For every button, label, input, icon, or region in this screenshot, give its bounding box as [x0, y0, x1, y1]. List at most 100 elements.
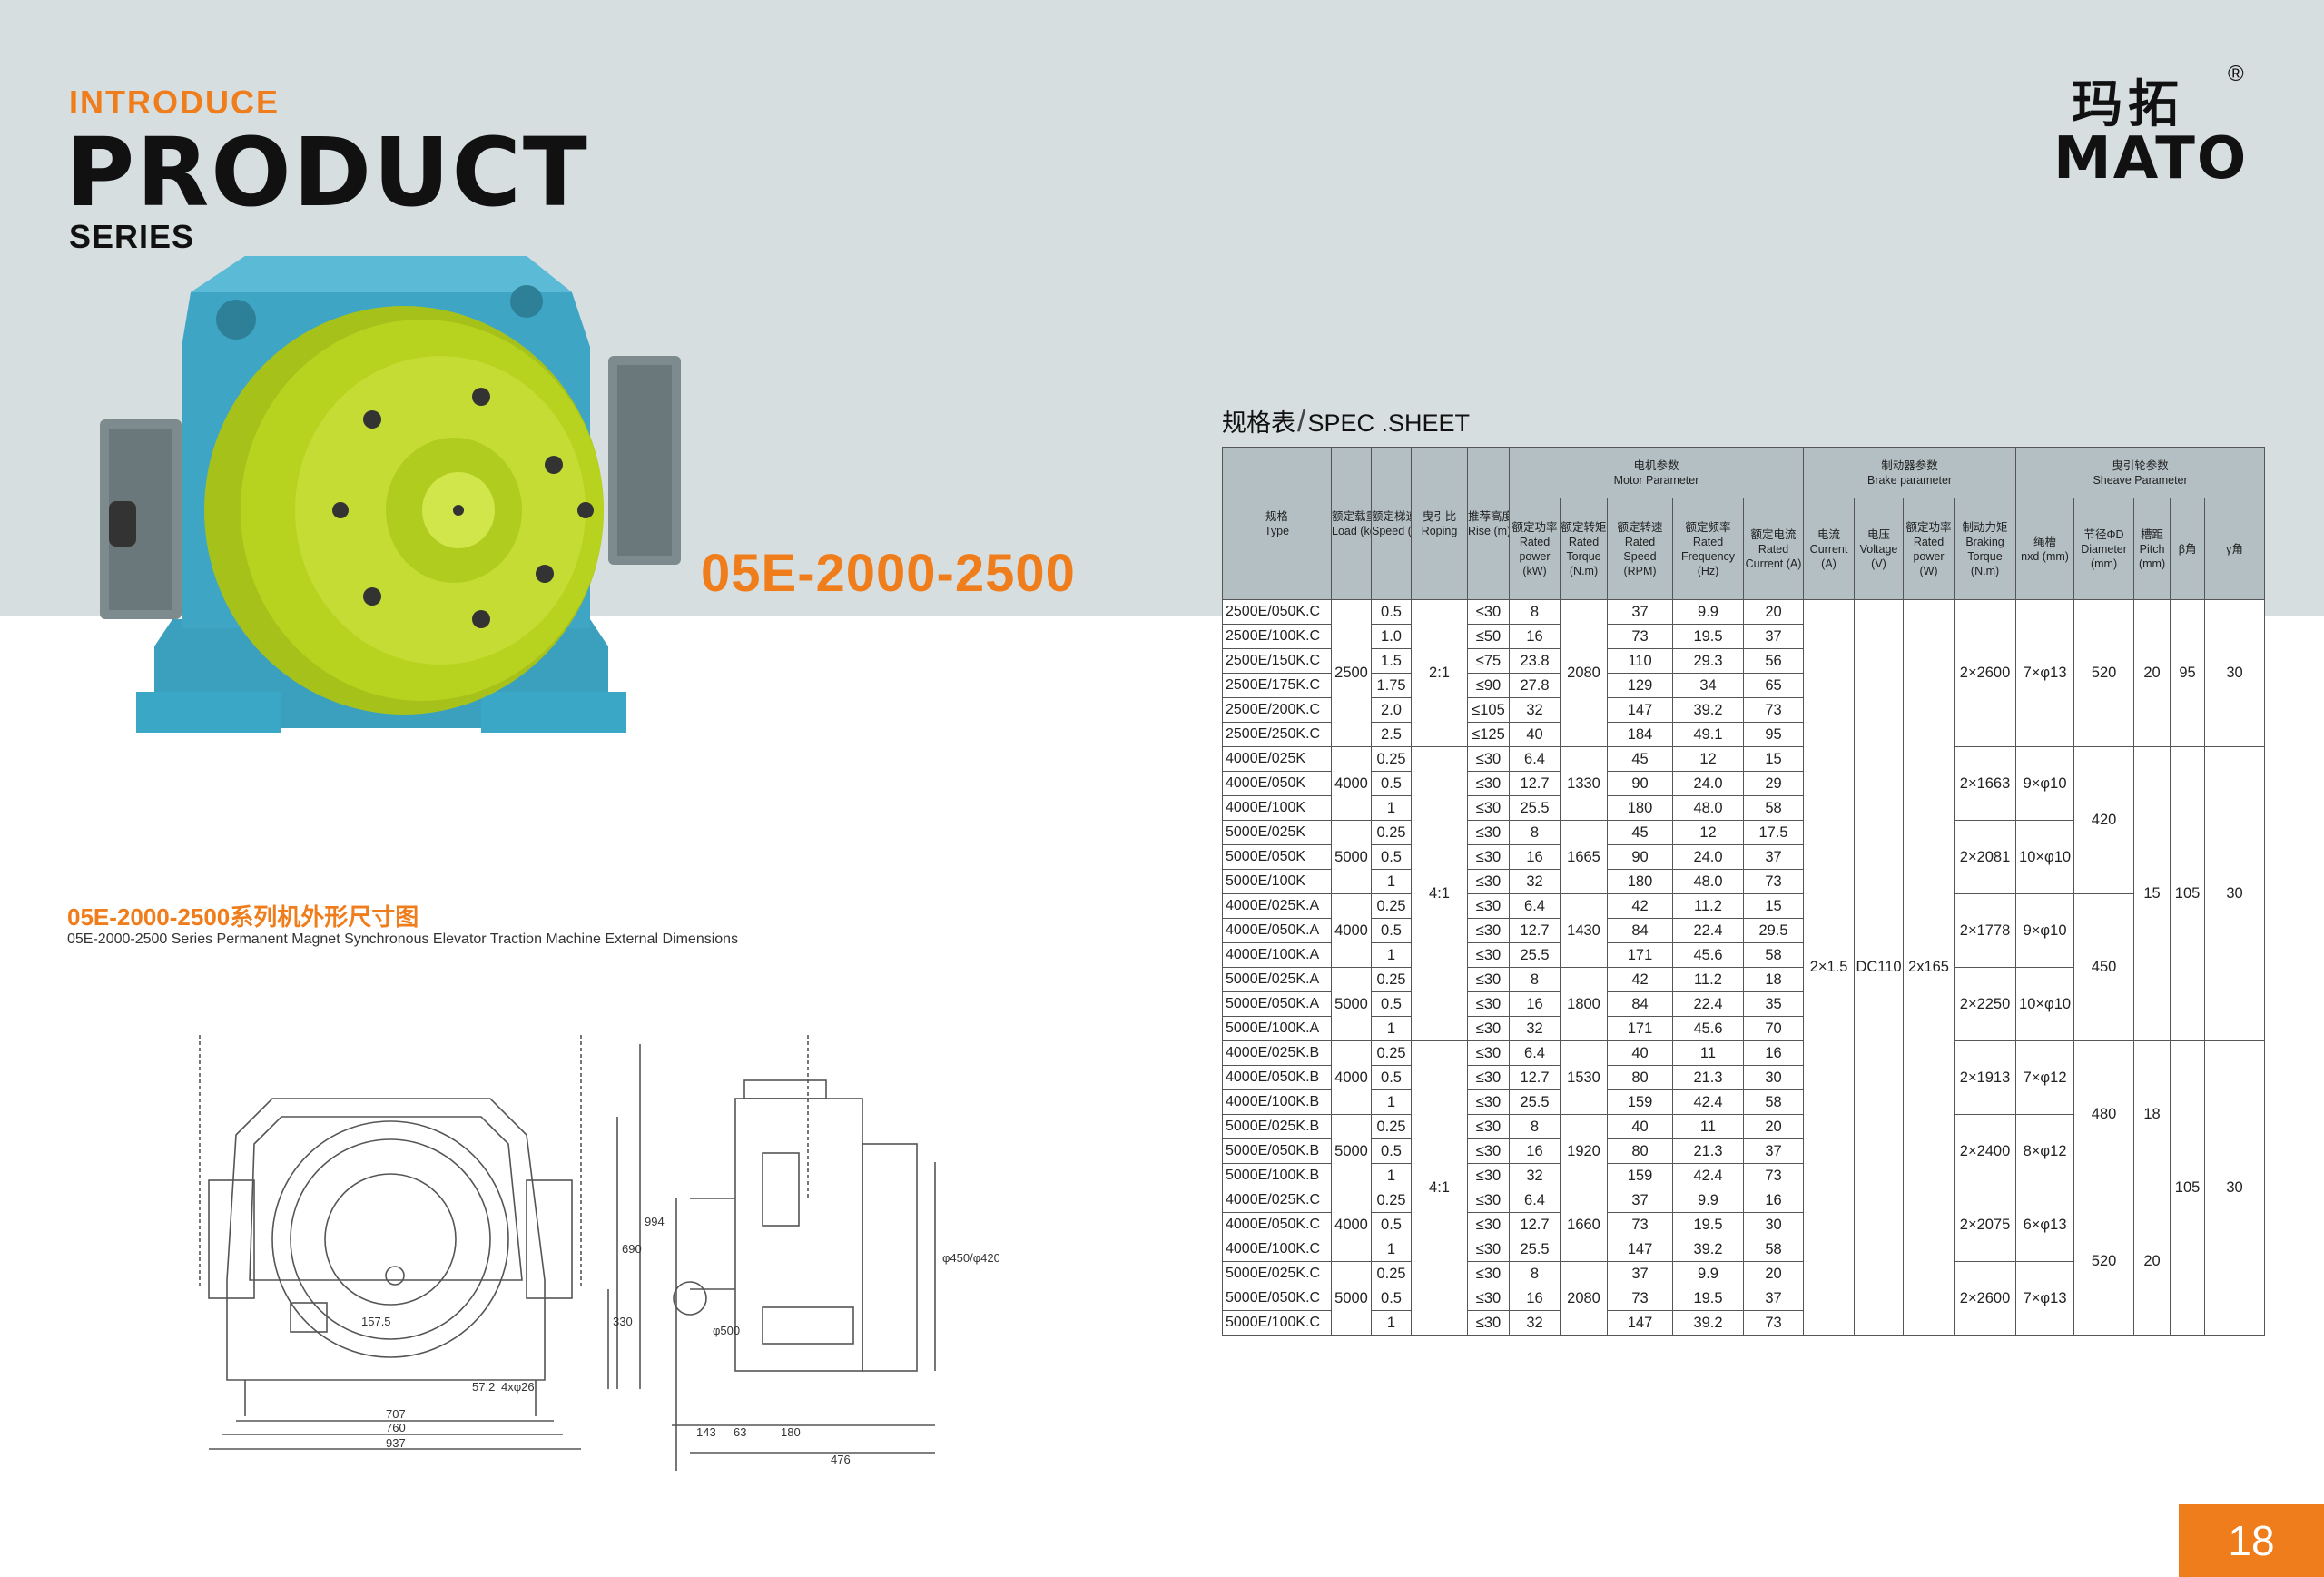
- frequency-cell: 11.2: [1672, 893, 1744, 919]
- front-view: [199, 1035, 641, 1450]
- frequency-cell: 19.5: [1672, 1212, 1744, 1237]
- gamma-cell: 30: [2204, 746, 2266, 1041]
- power-cell: 40: [1509, 722, 1561, 747]
- power-cell: 32: [1509, 1310, 1561, 1336]
- type-cell: 2500E/200K.C: [1222, 697, 1332, 723]
- power-cell: 12.7: [1509, 1212, 1561, 1237]
- traction-machine-image: [100, 256, 681, 733]
- rope-cell: 10×φ10: [2015, 967, 2075, 1041]
- rpm-cell: 180: [1607, 869, 1673, 894]
- power-cell: 27.8: [1509, 673, 1561, 698]
- rise-cell: ≤30: [1467, 1065, 1510, 1090]
- rope-cell: 7×φ13: [2015, 1261, 2075, 1336]
- power-cell: 32: [1509, 1163, 1561, 1188]
- speed-cell: 1: [1371, 1163, 1412, 1188]
- frequency-cell: 9.9: [1672, 599, 1744, 625]
- current-cell: 56: [1742, 648, 1805, 674]
- brand-logo-cn: 玛拓: [2072, 75, 2184, 134]
- current-cell: 58: [1742, 795, 1805, 821]
- rise-cell: ≤50: [1467, 624, 1510, 649]
- type-cell: 2500E/250K.C: [1222, 722, 1332, 747]
- hdr-load: 额定载重Load (kg): [1331, 447, 1372, 600]
- power-cell: 8: [1509, 820, 1561, 845]
- frequency-cell: 11: [1672, 1040, 1744, 1066]
- type-cell: 5000E/025K.B: [1222, 1114, 1332, 1139]
- rpm-cell: 42: [1607, 893, 1673, 919]
- rpm-cell: 171: [1607, 1016, 1673, 1041]
- frequency-cell: 11.2: [1672, 967, 1744, 992]
- power-cell: 25.5: [1509, 795, 1561, 821]
- type-cell: 4000E/100K.A: [1222, 942, 1332, 968]
- speed-cell: 0.5: [1371, 1065, 1412, 1090]
- frequency-cell: 45.6: [1672, 1016, 1744, 1041]
- speed-cell: 0.5: [1371, 771, 1412, 796]
- roping-cell: 4:1: [1411, 746, 1468, 1041]
- rpm-cell: 147: [1607, 1310, 1673, 1336]
- pitch-cell: 20: [2133, 599, 2171, 747]
- rise-cell: ≤30: [1467, 599, 1510, 625]
- diameter-cell: 420: [2073, 746, 2135, 894]
- rope-cell: 7×φ12: [2015, 1040, 2075, 1115]
- diameter-cell: 520: [2073, 1188, 2135, 1336]
- rpm-cell: 73: [1607, 624, 1673, 649]
- power-cell: 8: [1509, 599, 1561, 625]
- rise-cell: ≤30: [1467, 918, 1510, 943]
- speed-cell: 0.25: [1371, 1188, 1412, 1213]
- power-cell: 32: [1509, 697, 1561, 723]
- frequency-cell: 39.2: [1672, 1310, 1744, 1336]
- current-cell: 18: [1742, 967, 1805, 992]
- power-cell: 25.5: [1509, 1089, 1561, 1115]
- rise-cell: ≤75: [1467, 648, 1510, 674]
- braking-torque-cell: 2×2081: [1954, 820, 2017, 894]
- type-cell: 4000E/050K.A: [1222, 918, 1332, 943]
- speed-cell: 0.25: [1371, 746, 1412, 772]
- torque-cell: 1920: [1560, 1114, 1608, 1188]
- current-cell: 95: [1742, 722, 1805, 747]
- power-cell: 8: [1509, 967, 1561, 992]
- power-cell: 6.4: [1509, 746, 1561, 772]
- type-cell: 5000E/050K.A: [1222, 991, 1332, 1017]
- spec-label-cn: 规格表: [1222, 409, 1295, 437]
- diameter-cell: 480: [2073, 1040, 2135, 1188]
- braking-torque-cell: 2×1913: [1954, 1040, 2017, 1115]
- pitch-cell: 18: [2133, 1040, 2171, 1188]
- current-cell: 58: [1742, 1089, 1805, 1115]
- type-cell: 5000E/025K: [1222, 820, 1332, 845]
- torque-cell: 1800: [1560, 967, 1608, 1041]
- rise-cell: ≤30: [1467, 1016, 1510, 1041]
- power-cell: 16: [1509, 624, 1561, 649]
- type-cell: 5000E/100K.C: [1222, 1310, 1332, 1336]
- load-cell: 5000: [1331, 1114, 1372, 1188]
- type-cell: 4000E/025K.A: [1222, 893, 1332, 919]
- pitch-cell: 20: [2133, 1188, 2171, 1336]
- current-cell: 29.5: [1742, 918, 1805, 943]
- type-cell: 5000E/050K.B: [1222, 1138, 1332, 1164]
- speed-cell: 0.25: [1371, 967, 1412, 992]
- power-cell: 32: [1509, 869, 1561, 894]
- current-cell: 20: [1742, 599, 1805, 625]
- rope-cell: 6×φ13: [2015, 1188, 2075, 1262]
- dim-937: 937: [386, 1436, 406, 1450]
- current-cell: 20: [1742, 1114, 1805, 1139]
- current-cell: 37: [1742, 624, 1805, 649]
- frequency-cell: 24.0: [1672, 771, 1744, 796]
- power-cell: 6.4: [1509, 1188, 1561, 1213]
- type-cell: 2500E/175K.C: [1222, 673, 1332, 698]
- torque-cell: 1660: [1560, 1188, 1608, 1262]
- rpm-cell: 180: [1607, 795, 1673, 821]
- dim-phi500: φ500: [713, 1324, 740, 1337]
